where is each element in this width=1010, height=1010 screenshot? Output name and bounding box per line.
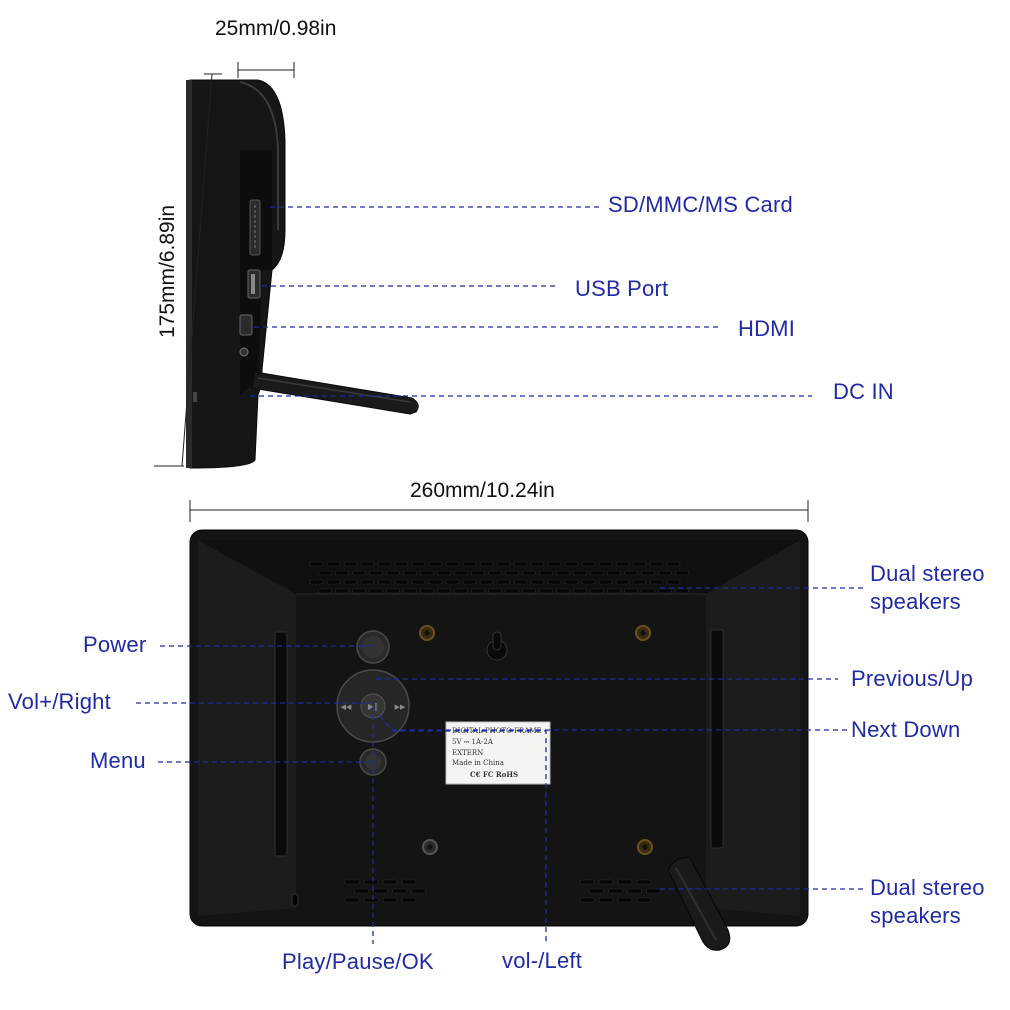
sticker-line-4: Made in China [452,759,504,767]
label-vol-plus-right: Vol+/Right [8,689,111,714]
bottom-left-speaker-grille [344,879,426,903]
side-dimension-lines [154,62,295,467]
height-dimension-label: 175mm/6.89in [156,204,179,338]
label-dc-in: DC IN [833,379,894,404]
label-speakers-bottom-1: Dual stereo [870,875,985,900]
side-stand [251,371,419,415]
hdmi-port-icon [239,314,253,336]
dc-in-icon [239,347,249,357]
label-speakers-top-1: Dual stereo [870,561,985,586]
top-speaker-grille [309,561,689,594]
label-previous-up: Previous/Up [851,666,974,691]
label-speakers-top-2: speakers [870,589,961,614]
screw-mounts [419,625,653,855]
sticker-line-3: EXTERN [452,749,483,757]
sticker-line-2: 5V ⎓ 1A-2A [452,738,494,746]
label-hdmi: HDMI [738,316,796,341]
label-usb-port: USB Port [575,276,669,301]
leader-vol-minus [379,715,547,944]
label-menu: Menu [90,748,146,773]
svg-text:▶▶: ▶▶ [395,703,406,711]
sticker-marks: C€ FC RoHS [470,770,518,779]
bottom-right-speaker-grille [579,879,661,903]
power-button[interactable] [356,630,390,664]
label-next-down: Next Down [851,717,961,742]
label-vol-minus-left: vol-/Left [502,948,583,973]
label-speakers-bottom-2: speakers [870,903,961,928]
sticker-line-1: DIGITAL PHOTO FRAME [452,727,542,735]
depth-dimension-label: 25mm/0.98in [215,17,337,40]
width-dimension-line [189,500,809,522]
svg-text:◀◀: ◀◀ [341,703,352,711]
width-dimension-label: 260mm/10.24in [410,479,555,502]
label-power: Power [83,632,147,657]
rating-sticker: DIGITAL PHOTO FRAME 5V ⎓ 1A-2A EXTERN Ma… [445,721,551,785]
label-sd-card: SD/MMC/MS Card [608,192,793,217]
back-view-device: ▶∥ ◀◀ ▶▶ DIGITAL PHOTO FRAME 5V ⎓ 1A-2A … [189,529,809,951]
side-view-device [186,79,419,469]
label-play-pause-ok: Play/Pause/OK [282,949,434,974]
